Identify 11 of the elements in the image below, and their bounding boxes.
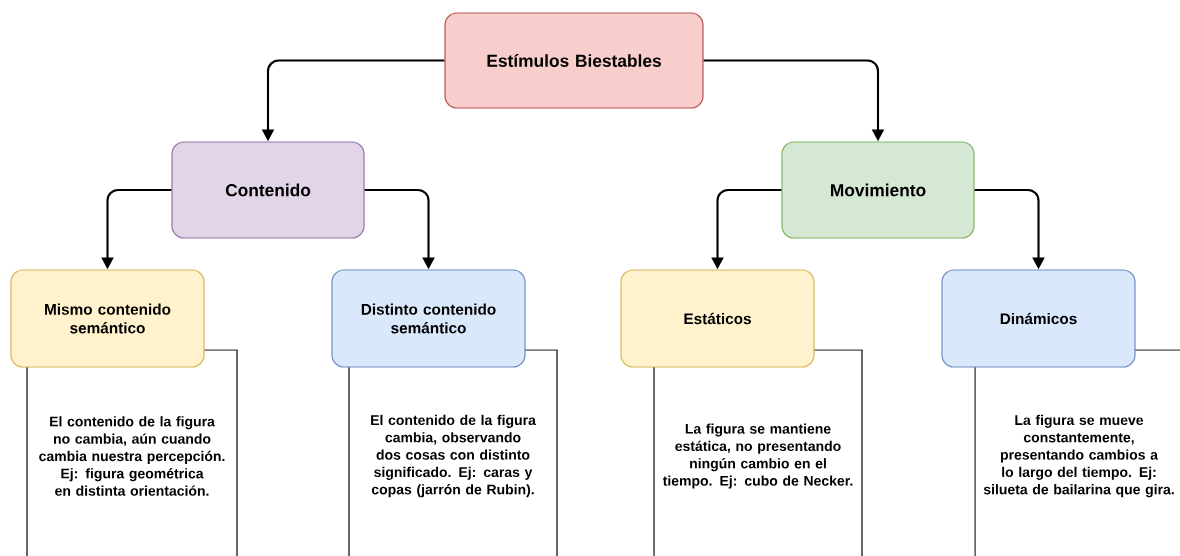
category-box: Contenido	[171, 141, 365, 239]
description-box: La figura se mantiene estática, no presentando ningún cambio en el tiempo. Ej: cubo de Necker.	[653, 349, 863, 556]
description-box: La figura se mueve constantemente, presentando cambios a lo largo del tiempo. Ej: silueta de bailarina que gira.	[974, 349, 1180, 556]
description-box: El contenido de la figura cambia, observando dos cosas con distinto significado. Ej: caras y copas (jarrón de Rubin).	[348, 349, 558, 556]
category-box: Dinámicos	[941, 269, 1136, 368]
category-box: Movimiento	[781, 141, 975, 239]
category-box: Estímulos Biestables	[444, 12, 704, 109]
category-box: Distinto contenido semántico	[331, 269, 526, 368]
category-box: Estáticos	[620, 269, 815, 368]
description-box: El contenido de la figura no cambia, aún cuando cambia nuestra percepción. Ej: figura geométrica en distinta orientación.	[26, 349, 238, 556]
category-box: Mismo contenido semántico	[10, 269, 205, 368]
